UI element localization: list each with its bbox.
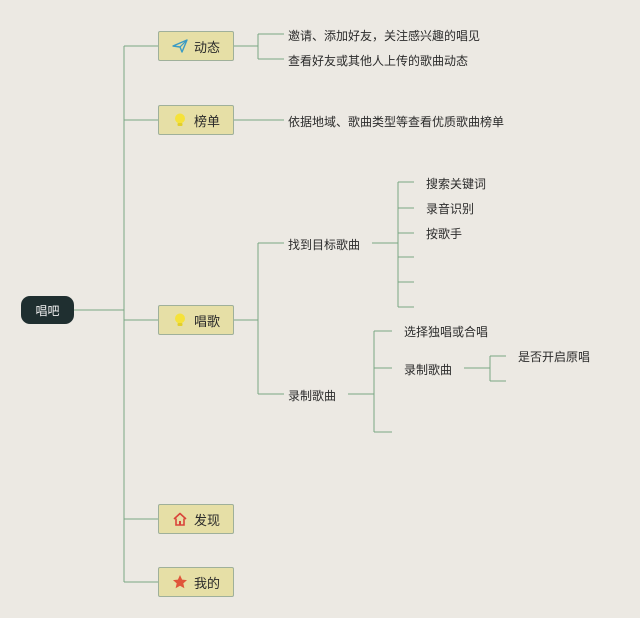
leaf-label: 录制歌曲 [404,362,453,377]
leaf-label: 录音识别 [426,201,475,216]
leaf-label: 按歌手 [426,226,463,241]
branch-changge[interactable]: 唱歌 [158,305,234,335]
lightbulb-icon [172,312,188,328]
leaf-label: 邀请、添加好友，关注感兴趣的唱见 [288,28,481,43]
branch-label: 我的 [193,576,220,592]
node-record-song[interactable]: 录制歌曲 [288,386,336,404]
branch-bangdan[interactable]: 榜单 [158,105,234,135]
leaf-original-vocal[interactable]: 是否开启原唱 [518,347,590,365]
leaf-search-keyword[interactable]: 搜索关键词 [426,174,486,192]
home-icon [172,511,188,527]
leaf-label: 录制歌曲 [288,388,337,403]
leaf-label: 依据地域、歌曲类型等查看优质歌曲榜单 [288,114,505,129]
leaf-audio-recognition[interactable]: 录音识别 [426,199,474,217]
branch-label: 榜单 [193,114,220,130]
branch-wode[interactable]: 我的 [158,567,234,597]
leaf-friend-feed[interactable]: 查看好友或其他人上传的歌曲动态 [288,51,468,69]
leaf-label: 选择独唱或合唱 [404,324,489,339]
paper-plane-icon [172,38,188,54]
leaf-by-singer[interactable]: 按歌手 [426,224,462,242]
leaf-label: 是否开启原唱 [518,349,591,364]
root-node[interactable]: 唱吧 [21,296,74,324]
leaf-label: 查看好友或其他人上传的歌曲动态 [288,53,469,68]
leaf-label: 找到目标歌曲 [288,237,361,252]
leaf-label: 搜索关键词 [426,176,487,191]
star-icon [172,574,188,590]
branch-dongtai[interactable]: 动态 [158,31,234,61]
lightbulb-icon [172,112,188,128]
leaf-invite-friends[interactable]: 邀请、添加好友，关注感兴趣的唱见 [288,26,480,44]
node-find-song[interactable]: 找到目标歌曲 [288,235,360,253]
leaf-chart-filter[interactable]: 依据地域、歌曲类型等查看优质歌曲榜单 [288,112,504,130]
branch-label: 唱歌 [193,314,220,330]
branch-label: 动态 [193,40,220,56]
branch-label: 发现 [193,513,220,529]
root-label: 唱吧 [35,303,60,318]
leaf-solo-or-duet[interactable]: 选择独唱或合唱 [404,322,488,340]
branch-faxian[interactable]: 发现 [158,504,234,534]
node-record-song-sub[interactable]: 录制歌曲 [404,360,452,378]
